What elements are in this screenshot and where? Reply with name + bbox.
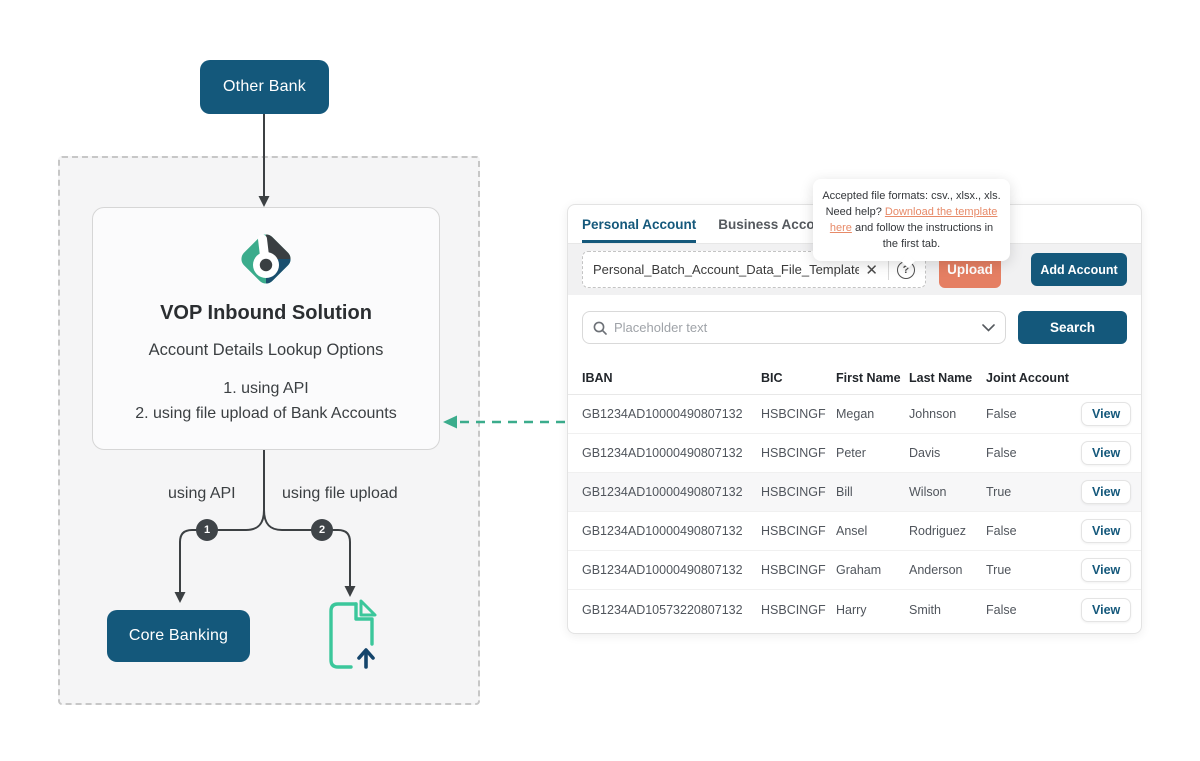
cell-iban: GB1234AD10000490807132 bbox=[582, 446, 743, 460]
cell-last-name: Anderson bbox=[909, 563, 963, 577]
cell-bic: HSBCINGF bbox=[761, 446, 826, 460]
cell-bic: HSBCINGF bbox=[761, 407, 826, 421]
core-banking-node[interactable]: Core Banking bbox=[107, 610, 250, 662]
cell-first-name: Graham bbox=[836, 563, 882, 577]
solution-title: VOP Inbound Solution bbox=[160, 302, 372, 324]
view-button[interactable]: View bbox=[1081, 480, 1132, 504]
tab-personal-account[interactable]: Personal Account bbox=[582, 205, 697, 243]
upload-help-tooltip: Accepted file formats: csv., xlsx., xls.… bbox=[813, 179, 1010, 269]
cell-bic: HSBCINGF bbox=[761, 524, 826, 538]
vop-solution-box: VOP Inbound Solution Account Details Loo… bbox=[92, 207, 440, 450]
solution-option-1: 1. using API bbox=[223, 380, 309, 397]
cell-first-name: Harry bbox=[836, 602, 867, 617]
vop-logo-icon bbox=[241, 230, 295, 288]
search-placeholder: Placeholder text bbox=[614, 320, 708, 335]
cell-iban: GB1234AD10000490807132 bbox=[582, 407, 743, 421]
cell-last-name: Rodriguez bbox=[909, 524, 966, 538]
file-input[interactable]: Personal_Batch_Account_Data_File_Templat… bbox=[582, 251, 926, 288]
add-account-button[interactable]: Add Account bbox=[1031, 253, 1127, 286]
cell-bic: HSBCINGF bbox=[761, 485, 826, 499]
view-button[interactable]: View bbox=[1081, 519, 1132, 543]
tooltip-text: and follow the instructions in the first… bbox=[851, 222, 994, 250]
column-header: BIC bbox=[761, 371, 783, 385]
solution-subtitle: Account Details Lookup Options bbox=[148, 341, 384, 359]
cell-iban: GB1234AD10000490807132 bbox=[582, 563, 743, 577]
cell-last-name: Wilson bbox=[909, 485, 947, 499]
view-button[interactable]: View bbox=[1081, 558, 1132, 582]
table-row: GB1234AD10573220807132 HSBCINGF Harry Sm… bbox=[568, 590, 1141, 629]
solution-option-2: 2. using file upload of Bank Accounts bbox=[135, 405, 397, 422]
column-header: First Name bbox=[836, 371, 901, 385]
cell-first-name: Ansel bbox=[836, 524, 868, 538]
table-body: GB1234AD10000490807132 HSBCINGF Megan Jo… bbox=[568, 395, 1141, 629]
view-button[interactable]: View bbox=[1081, 597, 1132, 622]
account-panel-card: Personal Account Business Account Persona… bbox=[567, 204, 1142, 634]
column-header: IBAN bbox=[582, 371, 613, 385]
file-name: Personal_Batch_Account_Data_File_Templat… bbox=[593, 262, 860, 277]
column-header: Last Name bbox=[909, 371, 973, 385]
cell-first-name: Megan bbox=[836, 407, 875, 421]
search-button[interactable]: Search bbox=[1018, 311, 1127, 344]
cell-iban: GB1234AD10000490807132 bbox=[582, 524, 743, 538]
download-template-link[interactable]: Download the template here bbox=[829, 206, 998, 234]
tab-business-account[interactable]: Business Account bbox=[718, 216, 836, 232]
cell-joint-account: True bbox=[986, 485, 1012, 499]
cell-joint-account: False bbox=[986, 602, 1017, 617]
cell-bic: HSBCINGF bbox=[761, 563, 826, 577]
table-row: GB1234AD10000490807132 HSBCINGF Peter Da… bbox=[568, 434, 1141, 473]
cell-last-name: Johnson bbox=[909, 407, 957, 421]
branch-number-1-badge: 1 bbox=[196, 519, 218, 541]
view-button[interactable]: View bbox=[1081, 441, 1132, 465]
search-icon bbox=[593, 321, 607, 335]
cell-joint-account: False bbox=[986, 407, 1017, 421]
table-row: GB1234AD10000490807132 HSBCINGF Ansel Ro… bbox=[568, 512, 1141, 551]
branch-number-2-badge: 2 bbox=[311, 519, 333, 541]
cell-iban: GB1234AD10000490807132 bbox=[582, 485, 743, 499]
tooltip-line1: Accepted file formats: csv., xlsx., xls. bbox=[822, 190, 1001, 202]
tooltip-text: Need help? bbox=[825, 206, 885, 218]
branch-label-api: using API bbox=[168, 485, 236, 502]
file-upload-icon bbox=[329, 599, 377, 669]
cell-joint-account: False bbox=[986, 446, 1017, 460]
table-row: GB1234AD10000490807132 HSBCINGF Megan Jo… bbox=[568, 395, 1141, 434]
chevron-down-icon[interactable] bbox=[982, 323, 995, 332]
search-input[interactable]: Placeholder text bbox=[582, 311, 1006, 344]
branch-label-file-upload: using file upload bbox=[282, 485, 398, 502]
table-row: GB1234AD10000490807132 HSBCINGF Graham A… bbox=[568, 551, 1141, 590]
cell-iban: GB1234AD10573220807132 bbox=[582, 602, 743, 617]
cell-last-name: Smith bbox=[909, 602, 941, 617]
cell-bic: HSBCINGF bbox=[761, 602, 826, 617]
column-header: Joint Account bbox=[986, 371, 1069, 385]
cell-first-name: Peter bbox=[836, 446, 866, 460]
cell-first-name: Bill bbox=[836, 485, 853, 499]
view-button[interactable]: View bbox=[1081, 402, 1132, 426]
tooltip-line2: Need help? Download the template here an… bbox=[821, 204, 1002, 252]
cell-last-name: Davis bbox=[909, 446, 941, 460]
table-header-row: IBAN BIC First Name Last Name Joint Account bbox=[568, 362, 1141, 395]
clear-file-icon[interactable]: ✕ bbox=[865, 261, 878, 279]
other-bank-node[interactable]: Other Bank bbox=[200, 60, 329, 114]
cell-joint-account: True bbox=[986, 563, 1012, 577]
divider bbox=[888, 259, 889, 280]
cell-joint-account: False bbox=[986, 524, 1017, 538]
table-row: GB1234AD10000490807132 HSBCINGF Bill Wil… bbox=[568, 473, 1141, 512]
